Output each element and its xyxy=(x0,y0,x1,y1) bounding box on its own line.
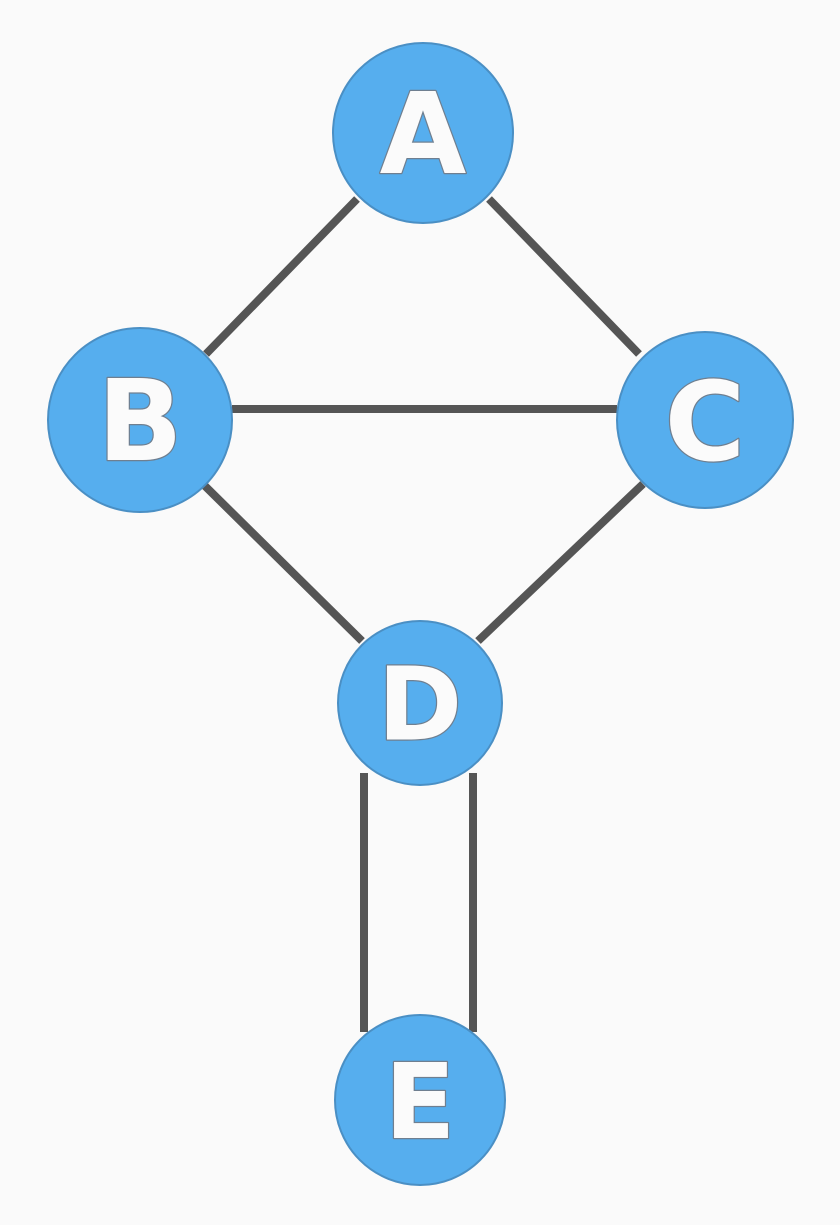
graph-edge-a-c xyxy=(486,196,642,357)
graph-node-e[interactable]: E xyxy=(334,1014,506,1186)
node-circle-b[interactable] xyxy=(47,327,233,513)
graph-edge-a-b xyxy=(203,196,360,357)
node-label-d: D xyxy=(378,646,463,765)
node-label-e: E xyxy=(384,1041,455,1163)
graph-node-a[interactable]: A xyxy=(332,42,514,224)
node-label-b: B xyxy=(97,357,182,487)
graph-node-c[interactable]: C xyxy=(616,331,794,509)
node-circle-d[interactable] xyxy=(337,620,503,786)
node-label-a: A xyxy=(380,70,467,200)
node-circle-c[interactable] xyxy=(616,331,794,509)
node-circle-a[interactable] xyxy=(332,42,514,224)
graph-edge-b-d xyxy=(202,483,365,644)
node-label-c: C xyxy=(665,358,746,486)
node-circle-e[interactable] xyxy=(334,1014,506,1186)
graph-edge-c-d xyxy=(475,481,646,644)
graph-node-d[interactable]: D xyxy=(337,620,503,786)
edges-layer xyxy=(202,196,646,1032)
graph-node-b[interactable]: B xyxy=(47,327,233,513)
nodes-layer: A B C D E xyxy=(47,42,794,1186)
